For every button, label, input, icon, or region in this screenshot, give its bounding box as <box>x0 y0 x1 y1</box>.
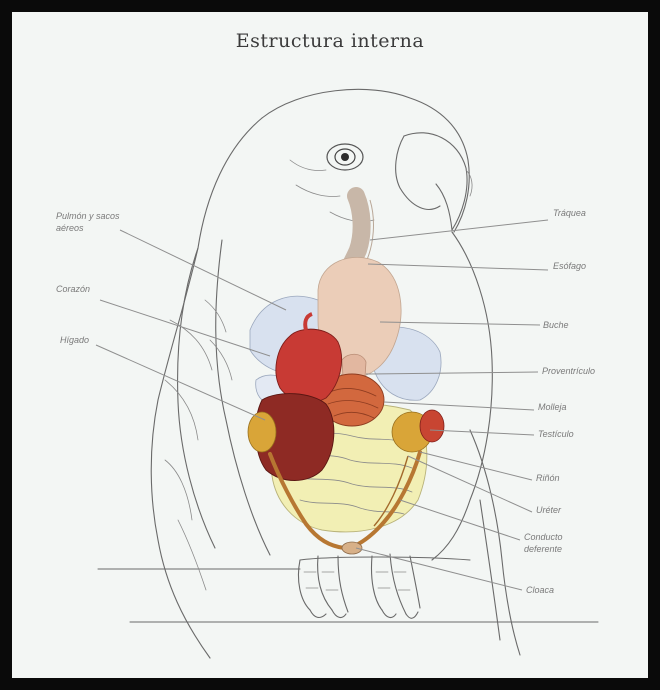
label-cloaca: Cloaca <box>526 585 554 595</box>
eye <box>327 144 363 170</box>
label-molleja: Molleja <box>538 402 567 412</box>
label-conducto-line2: deferente <box>524 544 562 554</box>
label-pulmon-line1: Pulmón y sacos <box>56 211 120 221</box>
label-pulmon: Pulmón y sacos aéreos <box>56 211 122 233</box>
label-buche: Buche <box>543 320 569 330</box>
feet <box>298 554 420 618</box>
label-corazon: Corazón <box>56 284 90 294</box>
label-ureter: Uréter <box>536 505 562 515</box>
label-testiculo: Testículo <box>538 429 574 439</box>
label-proventriculo: Proventrículo <box>542 366 595 376</box>
label-pulmon-line2: aéreos <box>56 223 84 233</box>
label-conducto-line1: Conducto <box>524 532 563 542</box>
label-higado: Hígado <box>60 335 89 345</box>
label-esofago: Esófago <box>553 261 586 271</box>
cloaca <box>342 542 362 554</box>
label-traquea: Tráquea <box>553 208 586 218</box>
label-conducto: Conducto deferente <box>524 532 565 554</box>
label-rinon: Riñón <box>536 473 560 483</box>
